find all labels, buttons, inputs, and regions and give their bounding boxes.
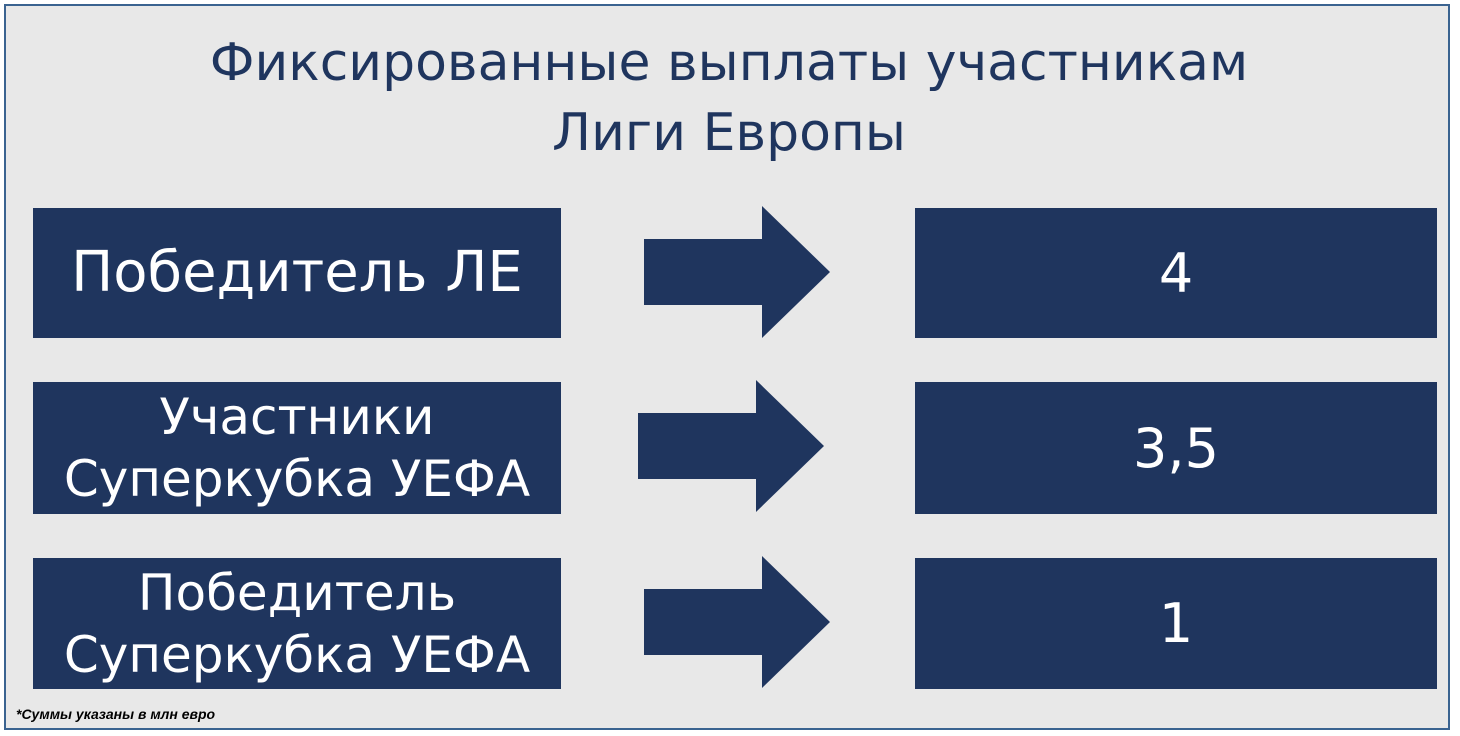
label-box-supercup-winner: Победитель Суперкубка УЕФА xyxy=(33,558,561,689)
value-text: 3,5 xyxy=(1133,416,1219,480)
label-text-line-2: Суперкубка УЕФА xyxy=(63,625,531,684)
slide: Фиксированные выплаты участникам Лиги Ев… xyxy=(4,4,1450,730)
title-line-2: Лиги Европы xyxy=(552,103,906,163)
slide-title: Фиксированные выплаты участникам Лиги Ев… xyxy=(0,28,1460,168)
arrow-right-icon xyxy=(638,380,824,512)
label-text: Победитель ЛЕ xyxy=(71,240,523,305)
arrow-right-icon xyxy=(644,556,830,688)
value-text: 1 xyxy=(1158,592,1194,655)
value-box-supercup-winner: 1 xyxy=(915,558,1437,689)
label-text-line-1: Победитель xyxy=(137,563,457,622)
label-box-supercup-participants: Участники Суперкубка УЕФА xyxy=(33,382,561,514)
value-box-supercup-participants: 3,5 xyxy=(915,382,1437,514)
footnote: *Суммы указаны в млн евро xyxy=(16,706,216,722)
value-text: 4 xyxy=(1158,241,1194,305)
value-box-winner-el: 4 xyxy=(915,208,1437,338)
arrow-right-icon xyxy=(644,206,830,338)
label-box-winner-el: Победитель ЛЕ xyxy=(33,208,561,338)
label-text-line-2: Суперкубка УЕФА xyxy=(63,450,531,508)
title-line-1: Фиксированные выплаты участникам xyxy=(209,33,1249,93)
label-text-line-1: Участники xyxy=(159,388,435,446)
